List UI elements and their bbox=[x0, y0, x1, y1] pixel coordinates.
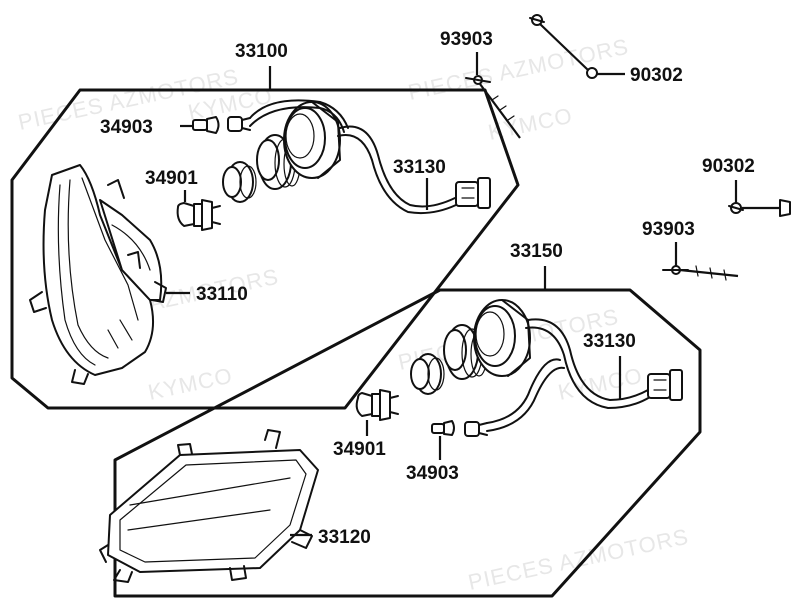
socket-cover-right bbox=[473, 299, 531, 377]
callout-34903-left: 34903 bbox=[100, 117, 153, 138]
callout-33100: 33100 bbox=[235, 41, 288, 62]
watermark-text: PIECES AZMOTORS bbox=[466, 524, 691, 595]
callout-33120: 33120 bbox=[318, 527, 371, 548]
callout-33130-right: 33130 bbox=[583, 331, 636, 352]
screw-mid bbox=[662, 265, 739, 281]
callout-90302-top: 90302 bbox=[630, 65, 683, 86]
seal-ring-left bbox=[222, 161, 257, 203]
assembly-frame-right bbox=[113, 288, 702, 598]
large-bulb-right bbox=[355, 389, 399, 421]
wire-harness-right bbox=[486, 318, 683, 432]
headlight-housing-left bbox=[29, 164, 167, 385]
bulb-socket-right bbox=[464, 421, 488, 437]
callout-34901-right: 34901 bbox=[333, 439, 386, 460]
screw-top bbox=[465, 75, 521, 139]
adapter-ring-right bbox=[443, 324, 488, 380]
callout-34903-right: 34903 bbox=[406, 463, 459, 484]
seal-ring-right bbox=[410, 353, 445, 395]
watermark-text: KYMCO bbox=[146, 363, 235, 405]
callout-33130-left: 33130 bbox=[393, 157, 446, 178]
adapter-ring-left bbox=[256, 134, 301, 190]
callout-34901-left: 34901 bbox=[145, 168, 198, 189]
bolt-mid bbox=[728, 199, 791, 217]
small-bulb-right bbox=[431, 420, 455, 436]
headlight-housing-right bbox=[99, 429, 319, 583]
callout-33110: 33110 bbox=[196, 284, 248, 305]
callout-labels: 33100 34903 34901 33110 33130 93903 9030… bbox=[100, 29, 755, 548]
bulb-socket-left bbox=[227, 116, 251, 132]
callout-93903-mid: 93903 bbox=[642, 219, 695, 240]
callout-33150: 33150 bbox=[510, 241, 563, 262]
watermark-text: KYMCO bbox=[556, 363, 645, 405]
small-bulb-left bbox=[192, 116, 220, 134]
bolt-top bbox=[529, 14, 598, 79]
large-bulb-left bbox=[176, 199, 221, 231]
callout-93903-top: 93903 bbox=[440, 29, 493, 50]
wire-harness-left bbox=[249, 99, 491, 215]
assembly-frame-left bbox=[10, 88, 520, 410]
callout-90302-mid: 90302 bbox=[702, 156, 755, 177]
